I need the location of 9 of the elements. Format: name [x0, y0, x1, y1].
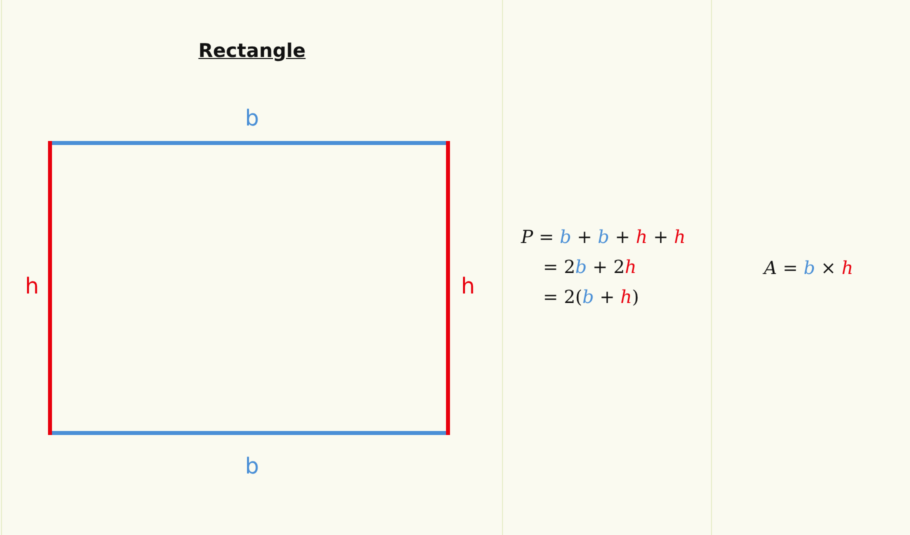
formula: A = b × h [764, 258, 854, 279]
title: Rectangle [197, 40, 307, 62]
formula: P = b + b + h + h [521, 227, 686, 248]
side-label: h [25, 274, 39, 300]
side-label: b [245, 106, 259, 132]
formula: = 2(b + h) [543, 287, 640, 308]
side-label: h [461, 274, 475, 300]
side-label: b [245, 454, 259, 480]
formula: = 2b + 2h [543, 257, 636, 278]
